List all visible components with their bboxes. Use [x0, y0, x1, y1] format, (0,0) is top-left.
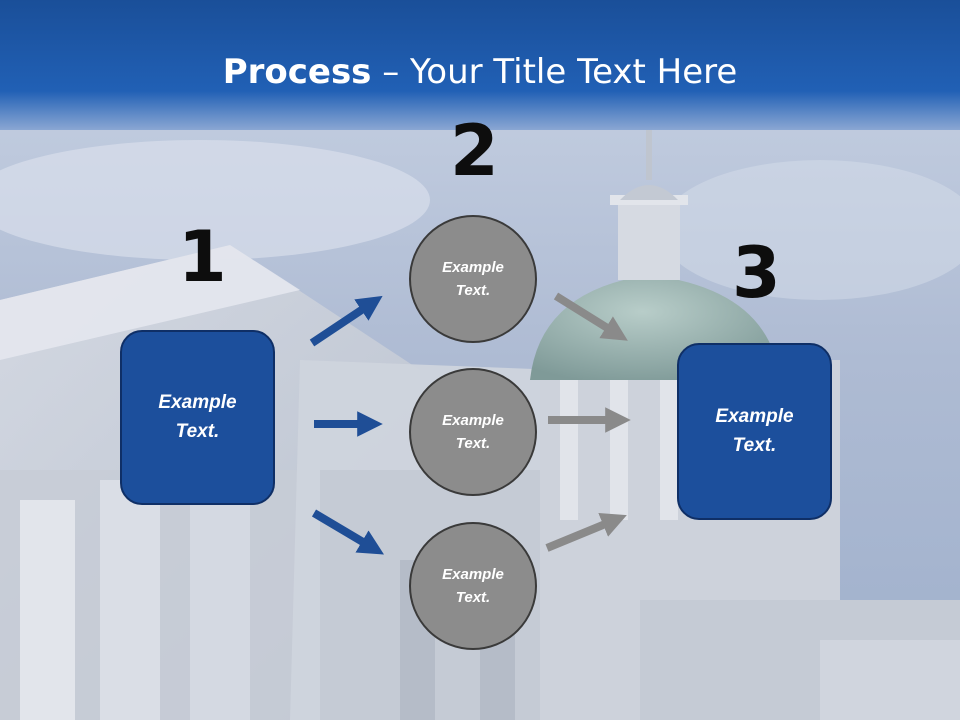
circle-bottom-text: Example Text. — [442, 565, 504, 606]
title-bold-part: Process — [222, 52, 372, 92]
slide-title: Process – Your Title Text Here — [0, 52, 960, 92]
step-number-2: 2 — [450, 110, 499, 192]
step-1-box: Example Text. — [120, 330, 275, 505]
circle-middle: Example Text. — [409, 368, 537, 496]
step-3-box: Example Text. — [677, 343, 832, 520]
title-band — [0, 0, 960, 130]
step-number-3: 3 — [732, 232, 781, 314]
circle-middle-text: Example Text. — [442, 411, 504, 452]
step-number-1: 1 — [178, 216, 227, 298]
circle-bottom: Example Text. — [409, 522, 537, 650]
circle-top-text: Example Text. — [442, 258, 504, 299]
circle-top: Example Text. — [409, 215, 537, 343]
title-rest-part: – Your Title Text Here — [371, 52, 738, 92]
step-1-box-text: Example Text. — [158, 392, 237, 442]
step-3-box-text: Example Text. — [715, 406, 794, 456]
